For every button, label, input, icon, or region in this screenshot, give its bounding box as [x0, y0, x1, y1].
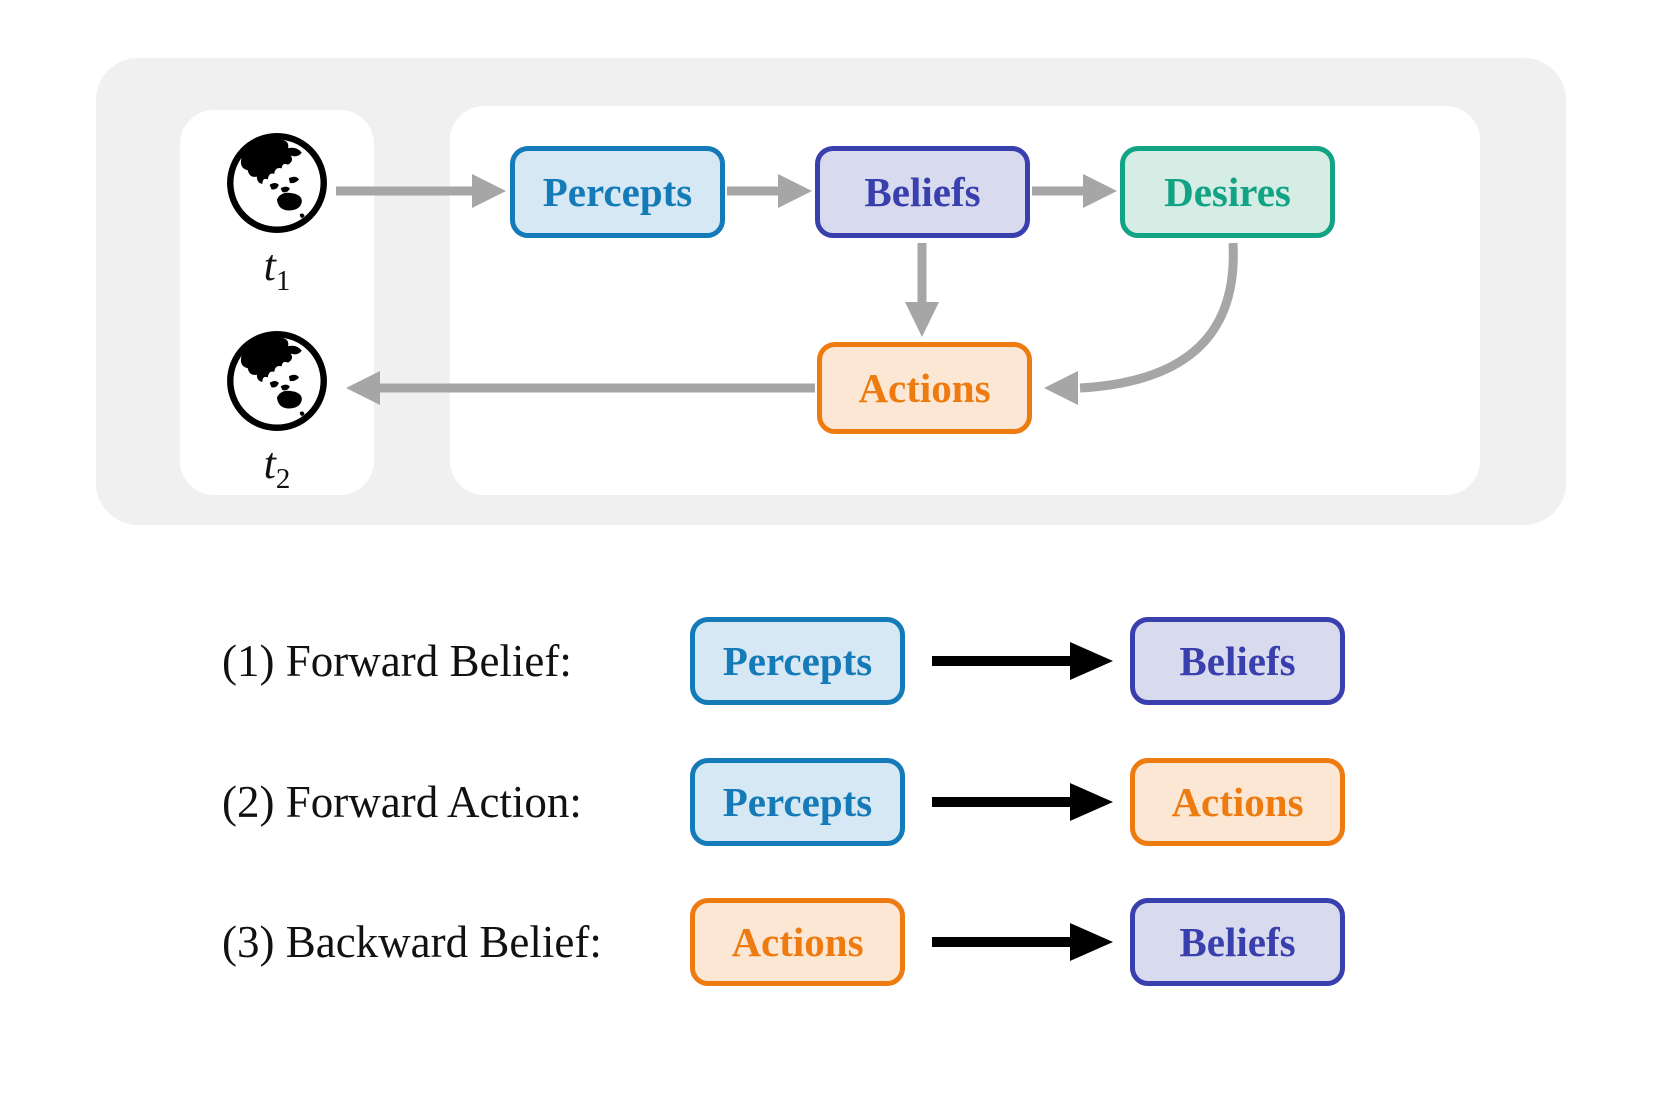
node-beliefs-label: Beliefs — [864, 169, 981, 215]
legend-row-3-arrow-icon — [932, 923, 1113, 961]
legend-row-2-from-label: Percepts — [722, 779, 873, 825]
t1-base: t — [263, 241, 276, 290]
legend-row-1-to-label: Beliefs — [1179, 638, 1296, 684]
legend-row-1-arrow-icon — [932, 642, 1113, 680]
t2-base: t — [263, 439, 276, 488]
node-beliefs: Beliefs — [815, 146, 1030, 238]
legend-row-1-from-label: Percepts — [722, 638, 873, 684]
t1-subscript: 1 — [275, 264, 291, 297]
legend-row-3-from-box: Actions — [690, 898, 905, 986]
world-time-t2-label: t2 — [222, 439, 332, 494]
world-time-t1-label: t1 — [222, 241, 332, 296]
legend-row-1-to-box: Beliefs — [1130, 617, 1345, 705]
legend-row-2-arrow-icon — [932, 783, 1113, 821]
globe-t2-icon — [222, 326, 332, 436]
node-actions-label: Actions — [858, 365, 991, 411]
globe-t1-icon — [222, 128, 332, 238]
legend-row-2-from-box: Percepts — [690, 758, 905, 846]
legend-row-2-to-box: Actions — [1130, 758, 1345, 846]
node-actions: Actions — [817, 342, 1032, 434]
node-desires: Desires — [1120, 146, 1335, 238]
node-percepts-label: Percepts — [542, 169, 693, 215]
legend-row-2-label: (2) Forward Action: — [222, 777, 582, 827]
node-desires-label: Desires — [1164, 169, 1291, 215]
legend-row-3-from-label: Actions — [731, 919, 864, 965]
legend-row-3-label: (3) Backward Belief: — [222, 917, 602, 967]
legend-row-1-from-box: Percepts — [690, 617, 905, 705]
t2-subscript: 2 — [275, 462, 291, 495]
legend-row-3-to-box: Beliefs — [1130, 898, 1345, 986]
legend-row-3-to-label: Beliefs — [1179, 919, 1296, 965]
legend-row-1-label: (1) Forward Belief: — [222, 636, 572, 686]
node-percepts: Percepts — [510, 146, 725, 238]
legend-row-2-to-label: Actions — [1171, 779, 1304, 825]
